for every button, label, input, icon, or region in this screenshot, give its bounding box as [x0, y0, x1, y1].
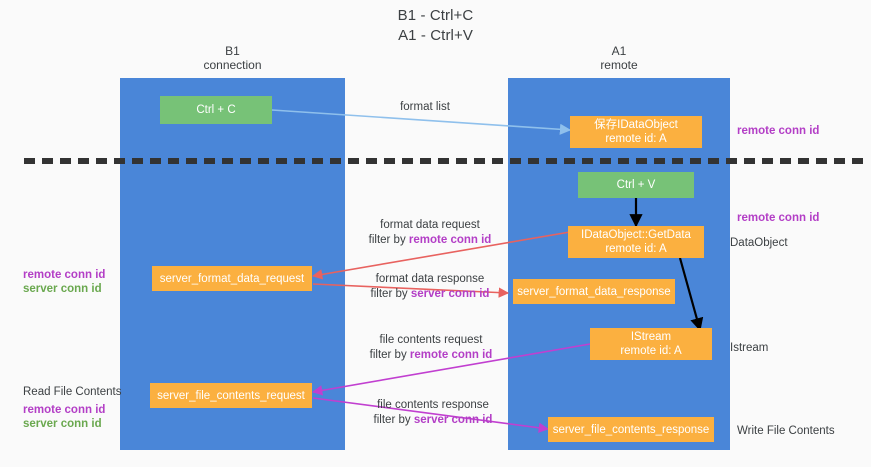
annotation-right-top-remote-conn-id: remote conn id — [737, 125, 820, 137]
node-server-file-contents-response-label: server_file_contents_response — [552, 423, 710, 436]
title-line-2: A1 - Ctrl+V — [398, 27, 473, 44]
node-istream-label: IStream — [630, 331, 672, 343]
node-server-format-data-response[interactable]: server_format_data_response — [513, 279, 675, 304]
annotation-left-bot-server-conn-id: server conn id — [23, 418, 102, 430]
filter-key: server conn id — [410, 288, 490, 300]
node-server-format-data-request-label: server_format_data_request — [159, 272, 305, 285]
annotation-left-bot-remote-conn-id: remote conn id — [23, 404, 106, 416]
edge-label-format-list: format list — [345, 100, 505, 115]
node-save-idataobject-sublabel: remote id: A — [605, 133, 667, 145]
annotation-right-write-file-contents: Write File Contents — [737, 425, 835, 437]
annotation-right-istream: Istream — [730, 342, 769, 354]
title-line-1: B1 - Ctrl+C — [397, 7, 474, 24]
node-ctrl-c[interactable]: Ctrl + C — [160, 96, 272, 124]
filter-prefix: filter by — [368, 234, 409, 246]
lane-header-a1: A1 remote — [508, 44, 730, 72]
edge-label-file-contents-response-filter: filter by server conn id — [345, 413, 521, 428]
annotation-left-bot-conn-ids: remote conn id server conn id — [23, 403, 105, 431]
node-server-format-data-request[interactable]: server_format_data_request — [152, 266, 312, 291]
filter-prefix: filter by — [369, 349, 410, 361]
node-server-file-contents-request-label: server_file_contents_request — [157, 389, 305, 402]
edge-label-format-data-request-text: format data request — [380, 219, 480, 231]
edge-label-format-data-request-filter: filter by remote conn id — [345, 233, 515, 248]
edge-label-file-contents-response: file contents response filter by server … — [345, 398, 521, 428]
annotation-right-mid-remote-conn-id: remote conn id — [737, 212, 820, 224]
annotation-left-mid-server-conn-id: server conn id — [23, 283, 102, 295]
node-idataobject-getdata[interactable]: IDataObject::GetData remote id: A — [568, 226, 704, 258]
node-save-idataobject-label: 保存IDataObject — [594, 119, 678, 131]
lane-header-b1: B1 connection — [120, 44, 345, 72]
edge-label-format-data-response-text: format data response — [375, 273, 485, 285]
phase-divider — [24, 158, 867, 164]
lane-header-b1-line2: connection — [203, 58, 262, 72]
node-istream-sublabel: remote id: A — [620, 345, 682, 357]
node-ctrl-v[interactable]: Ctrl + V — [578, 172, 694, 198]
filter-key: server conn id — [413, 414, 493, 426]
node-server-file-contents-request[interactable]: server_file_contents_request — [150, 383, 312, 408]
node-ctrl-c-label: Ctrl + C — [196, 104, 236, 116]
lane-header-a1-line1: A1 — [611, 44, 627, 58]
node-save-idataobject[interactable]: 保存IDataObject remote id: A — [570, 116, 702, 148]
edge-label-file-contents-request: file contents request filter by remote c… — [345, 333, 517, 363]
edge-label-file-contents-response-text: file contents response — [377, 399, 489, 411]
annotation-left-mid-remote-conn-id: remote conn id — [23, 269, 106, 281]
lane-header-a1-line2: remote — [600, 58, 638, 72]
edge-label-format-data-response-filter: filter by server conn id — [345, 287, 515, 302]
edge-label-file-contents-request-text: file contents request — [379, 334, 483, 346]
node-idataobject-getdata-sublabel: remote id: A — [605, 243, 667, 255]
node-server-format-data-response-label: server_format_data_response — [517, 285, 671, 298]
annotation-left-mid-conn-ids: remote conn id server conn id — [23, 268, 105, 296]
annotation-right-dataobject: DataObject — [730, 237, 788, 249]
filter-key: remote conn id — [408, 234, 492, 246]
node-istream[interactable]: IStream remote id: A — [590, 328, 712, 360]
edge-label-format-list-text: format list — [400, 101, 450, 113]
annotation-left-read-file-contents: Read File Contents — [23, 386, 122, 398]
filter-prefix: filter by — [370, 288, 411, 300]
page-title: B1 - Ctrl+C A1 - Ctrl+V — [0, 6, 871, 46]
edge-label-format-data-request: format data request filter by remote con… — [345, 218, 515, 248]
edge-label-format-data-response: format data response filter by server co… — [345, 272, 515, 302]
node-idataobject-getdata-label: IDataObject::GetData — [581, 229, 691, 241]
node-server-file-contents-response[interactable]: server_file_contents_response — [548, 417, 714, 442]
filter-prefix: filter by — [373, 414, 414, 426]
filter-key: remote conn id — [409, 349, 493, 361]
lane-header-b1-line1: B1 — [225, 44, 240, 58]
edge-label-file-contents-request-filter: filter by remote conn id — [345, 348, 517, 363]
node-ctrl-v-label: Ctrl + V — [616, 179, 656, 191]
